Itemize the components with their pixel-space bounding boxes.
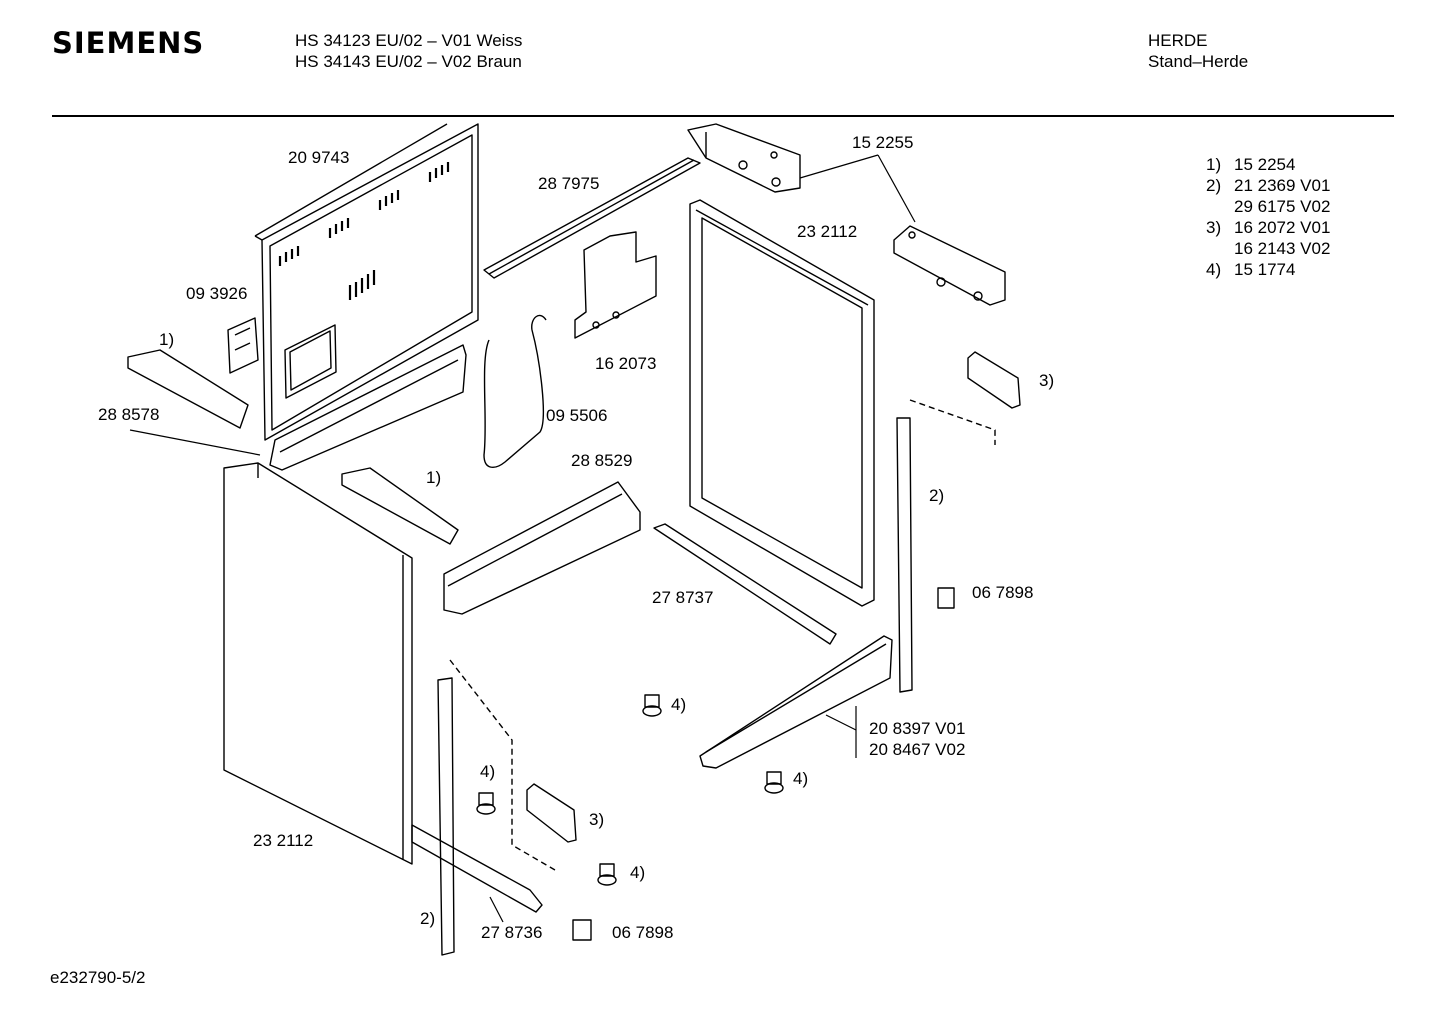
top-bracket-upper	[687, 123, 801, 193]
callout-clip-a: 06 7898	[972, 583, 1034, 602]
callout-ref-3-a: 3)	[1039, 371, 1055, 390]
callout-rail-front: 27 8736	[481, 923, 543, 942]
inner-rail-part	[269, 344, 467, 471]
leader-lines	[129, 154, 916, 923]
dash-guide-right	[909, 399, 996, 445]
legend-code: 15 2254	[1234, 155, 1296, 174]
callout-ref-4-b: 4)	[480, 762, 496, 781]
legend-code: 21 2369 V01	[1234, 176, 1331, 195]
callout-ref-4-d: 4)	[630, 863, 646, 882]
legend-code: 15 1774	[1234, 260, 1296, 279]
dash-guide-left	[449, 659, 556, 871]
side-panel-left-part	[223, 462, 413, 865]
callout-front-bar-v01: 20 8397 V01	[869, 719, 966, 738]
callout-hinge: 09 3926	[186, 284, 248, 303]
callout-rail-left: 28 8578	[98, 405, 160, 424]
top-bracket-lower	[893, 225, 1006, 306]
legend-row-1: 1) 15 2254	[1206, 154, 1295, 175]
callout-ref-1-b: 1)	[426, 468, 442, 487]
callout-front-bar-v02: 20 8467 V02	[869, 740, 966, 759]
side-bracket-mid	[341, 467, 459, 545]
legend-row-3b: 16 2143 V02	[1234, 238, 1330, 259]
clip-part-upper	[967, 351, 1021, 409]
legend-row-2: 2) 21 2369 V01	[1206, 175, 1330, 196]
small-clip-lower	[572, 919, 592, 941]
callout-back-panel: 20 9743	[288, 148, 350, 167]
header-divider	[52, 115, 1394, 117]
strip-left-part	[437, 677, 455, 956]
legend-row-4: 4) 15 1774	[1206, 259, 1295, 280]
front-bar-part	[699, 635, 893, 769]
legend-num: 2)	[1206, 176, 1222, 195]
category-line-2: Stand–Herde	[1148, 52, 1249, 71]
callout-cable: 09 5506	[546, 406, 608, 425]
callout-bracket-top: 15 2255	[852, 133, 914, 152]
legend-code: 16 2072 V01	[1234, 218, 1331, 237]
model-line-1: HS 34123 EU/02 – V01 Weiss	[295, 31, 523, 50]
callout-ref-2-b: 2)	[420, 909, 436, 928]
crossbar-part	[443, 481, 641, 615]
callout-ref-1-a: 1)	[159, 330, 175, 349]
cable-part	[483, 314, 547, 468]
top-strip-part	[483, 157, 701, 279]
back-panel-part	[254, 123, 479, 441]
callout-ref-4-a: 4)	[671, 695, 687, 714]
strip-right-part	[896, 417, 913, 693]
callout-clip-b: 06 7898	[612, 923, 674, 942]
brand-logo: SIEMENS	[52, 26, 205, 60]
legend-code: 16 2143 V02	[1234, 239, 1331, 258]
legend-code: 29 6175 V02	[1234, 197, 1331, 216]
callout-ref-4-c: 4)	[793, 769, 809, 788]
callout-crossbar: 28 8529	[571, 451, 633, 470]
legend-num: 3)	[1206, 218, 1222, 237]
legend-num: 4)	[1206, 260, 1222, 279]
hinge-part	[227, 317, 259, 374]
callout-side-panel-left: 23 2112	[253, 831, 314, 850]
callout-top-strip: 28 7975	[538, 174, 600, 193]
drawing-id: e232790-5/2	[50, 968, 146, 987]
callout-ref-2-a: 2)	[929, 486, 945, 505]
callout-mid-bracket: 16 2073	[595, 354, 657, 373]
callout-ref-3-b: 3)	[589, 810, 605, 829]
callout-rail-bottom: 27 8737	[652, 588, 714, 607]
legend-num: 1)	[1206, 155, 1222, 174]
side-bracket-left	[127, 349, 249, 429]
bottom-rail-part	[653, 523, 837, 645]
side-frame-right-part	[689, 199, 875, 607]
category-line-1: HERDE	[1148, 31, 1208, 50]
front-rail-part	[411, 824, 543, 913]
screw-parts	[476, 694, 784, 886]
model-line-2: HS 34143 EU/02 – V02 Braun	[295, 52, 522, 71]
legend-row-2b: 29 6175 V02	[1234, 196, 1330, 217]
small-clip-upper	[937, 587, 955, 609]
legend-row-3: 3) 16 2072 V01	[1206, 217, 1330, 238]
mid-bracket-part	[574, 231, 657, 339]
callout-side-frame-right: 23 2112	[797, 222, 858, 241]
clip-part-lower	[526, 783, 577, 843]
